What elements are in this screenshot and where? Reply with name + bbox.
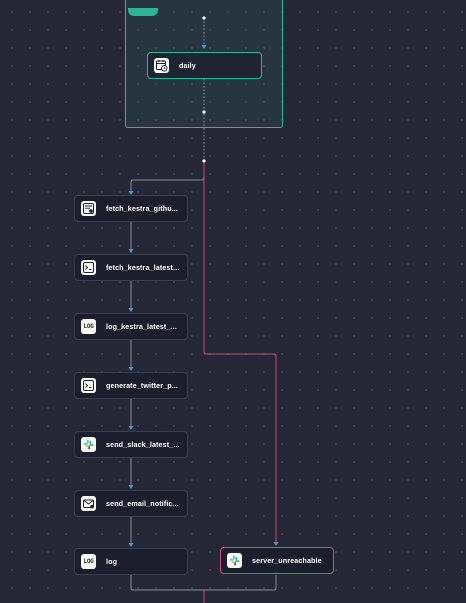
task-label: generate_twitter_p... — [106, 381, 178, 390]
log-icon: LOG — [81, 319, 96, 334]
task-node-fetch-kestra-latest[interactable]: fetch_kestra_latest... — [74, 254, 188, 281]
task-node-send-slack-latest[interactable]: send_slack_latest_... — [74, 431, 188, 458]
task-label: fetch_kestra_githu... — [106, 204, 178, 213]
log-icon-text: LOG — [83, 558, 94, 565]
slack-icon — [227, 553, 242, 568]
task-node-generate-twitter[interactable]: generate_twitter_p... — [74, 372, 188, 399]
script-icon — [81, 260, 96, 275]
task-label: log — [106, 557, 118, 566]
task-node-log-kestra-latest[interactable]: LOG log_kestra_latest_... — [74, 313, 188, 340]
task-node-fetch-kestra-github[interactable]: fetch_kestra_githu... — [74, 195, 188, 222]
log-icon: LOG — [81, 554, 96, 569]
task-label: log_kestra_latest_... — [106, 322, 177, 331]
http-request-icon — [81, 201, 96, 216]
task-label: fetch_kestra_latest... — [106, 263, 180, 272]
email-icon — [81, 496, 96, 511]
slack-icon — [81, 437, 96, 452]
trigger-node-daily[interactable]: daily — [147, 52, 262, 79]
script-icon — [81, 378, 96, 393]
task-node-send-email[interactable]: send_email_notific... — [74, 490, 188, 517]
error-node-server-unreachable[interactable]: server_unreachable — [220, 547, 334, 574]
triggers-cluster-tab — [128, 8, 158, 16]
error-node-label: server_unreachable — [252, 556, 322, 565]
task-label: send_slack_latest_... — [106, 440, 180, 449]
task-node-log[interactable]: LOG log — [74, 548, 188, 575]
task-label: send_email_notific... — [106, 499, 179, 508]
trigger-label: daily — [179, 61, 196, 70]
schedule-icon — [154, 58, 169, 73]
log-icon-text: LOG — [83, 323, 94, 330]
